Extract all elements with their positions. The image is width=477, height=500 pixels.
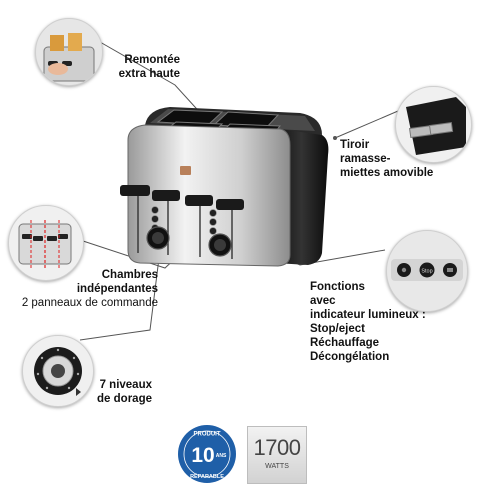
callout-crumb-line2: ramasse- [340,153,391,165]
callout-functions-line1: Fonctions [310,281,365,293]
callout-browning-line1: 7 niveaux [99,379,152,391]
callout-functions-line5: Réchauffage [310,337,380,349]
stop-button-icon [419,262,435,278]
badge-number: 10 [191,444,214,467]
badge-unit: ANS [216,453,227,459]
chambers-inset-image [8,205,84,281]
stop-button-label: Stop [421,269,432,275]
callout-crumb-line1: Tiroir [340,139,370,151]
callout-line-lift [99,41,206,119]
callout-functions-line2: avec [310,295,336,307]
callout-functions: Fonctions avec indicateur lumineux : Sto… [310,280,470,364]
callout-line-browning [79,249,161,341]
callout-lift-line1: Remontée [124,54,180,66]
callout-line-crumb [334,107,406,139]
callout-crumb-tray: Tiroir ramasse- miettes amovible [340,138,465,180]
watts-value: 1700 [253,435,301,460]
callout-chambers-line2: indépendantes [76,283,158,295]
callout-chambers-line3: 2 panneaux de commande [21,297,158,309]
callout-functions-line4: Stop/eject [310,323,365,335]
button-panel-inset-image: Stop [386,230,468,312]
callout-functions-line3: indicateur lumineux : [310,309,426,321]
callout-lift-line2: extra haute [118,68,180,80]
watts-badge: 1700 WATTS [247,426,307,484]
callout-chambers-line1: Chambres [101,269,158,281]
callout-chambers: Chambres indépendantes 2 panneaux de com… [8,268,158,310]
watts-unit: WATTS [265,463,289,470]
toaster-image [120,107,329,267]
callout-browning: 7 niveaux de dorage [70,378,152,406]
badge-bottom-text: RÉPARABLE [190,472,224,480]
callout-crumb-line3: miettes amovible [340,167,434,179]
callout-browning-line2: de dorage [97,393,152,405]
callout-functions-line6: Décongélation [310,351,390,363]
callout-lift: Remontée extra haute [100,53,180,81]
badge-top-text: PRODUIT [194,432,221,438]
repairable-badge: PRODUIT 10 ANS RÉPARABLE [178,425,236,483]
browning-knob-inset-image [22,335,94,407]
crumb-tray-inset-image [395,86,472,163]
lift-inset-image [35,18,103,86]
